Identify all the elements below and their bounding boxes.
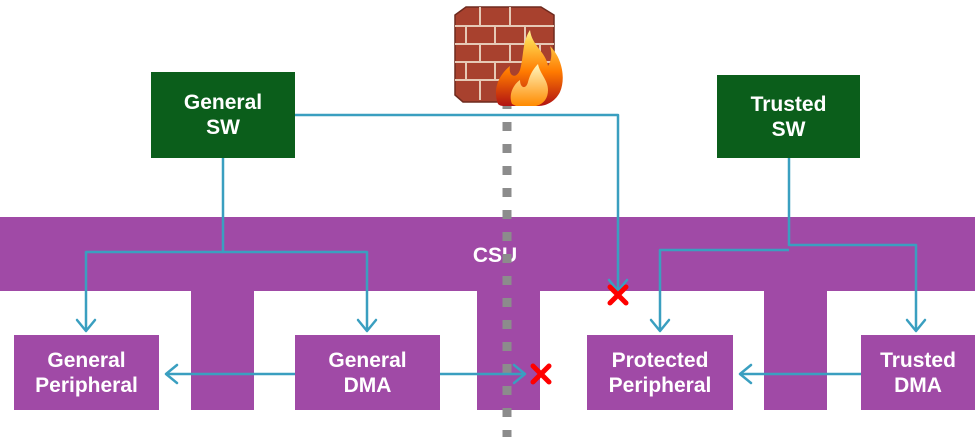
blocked-x-icon	[607, 284, 629, 306]
bus-stub-right	[764, 291, 827, 410]
trusted-dma-box: Trusted DMA	[861, 335, 975, 410]
general-peripheral-box: General Peripheral	[14, 335, 159, 410]
arrowhead-trusted-dma-to-protected	[738, 363, 753, 385]
bus-stub-left	[191, 291, 254, 410]
general-dma-box: General DMA	[295, 335, 440, 410]
blocked-x-icon	[530, 363, 552, 385]
trusted-dma-label: Trusted DMA	[880, 348, 956, 397]
connector-general-sw-peripheral	[84, 250, 223, 330]
connector-general-sw-split	[221, 158, 369, 330]
general-sw-box: General SW	[151, 72, 295, 158]
arrowhead-general-dma	[356, 318, 378, 333]
arrowhead-protected-peripheral	[649, 318, 671, 333]
arrowhead-general-sw-protected	[607, 278, 629, 293]
general-dma-label: General DMA	[328, 348, 407, 397]
csu-bus	[0, 217, 975, 291]
trusted-sw-box: Trusted SW	[717, 75, 860, 158]
arrowhead-dma-to-general-peripheral	[164, 363, 179, 385]
firewall-icon	[454, 6, 563, 106]
arrowhead-dma-to-protected	[512, 363, 527, 385]
arrowhead-trusted-dma	[905, 318, 927, 333]
connector-trusted-sw-split	[787, 158, 918, 330]
trusted-sw-label: Trusted SW	[750, 92, 827, 141]
arrowhead-general-peripheral	[75, 318, 97, 333]
connector-trusted-sw-protected	[658, 248, 789, 330]
protected-peripheral-box: Protected Peripheral	[587, 335, 733, 410]
protected-peripheral-label: Protected Peripheral	[608, 348, 712, 397]
general-sw-label: General SW	[183, 91, 263, 139]
connector-general-sw-protected	[295, 113, 620, 290]
general-peripheral-label: General Peripheral	[35, 348, 138, 397]
